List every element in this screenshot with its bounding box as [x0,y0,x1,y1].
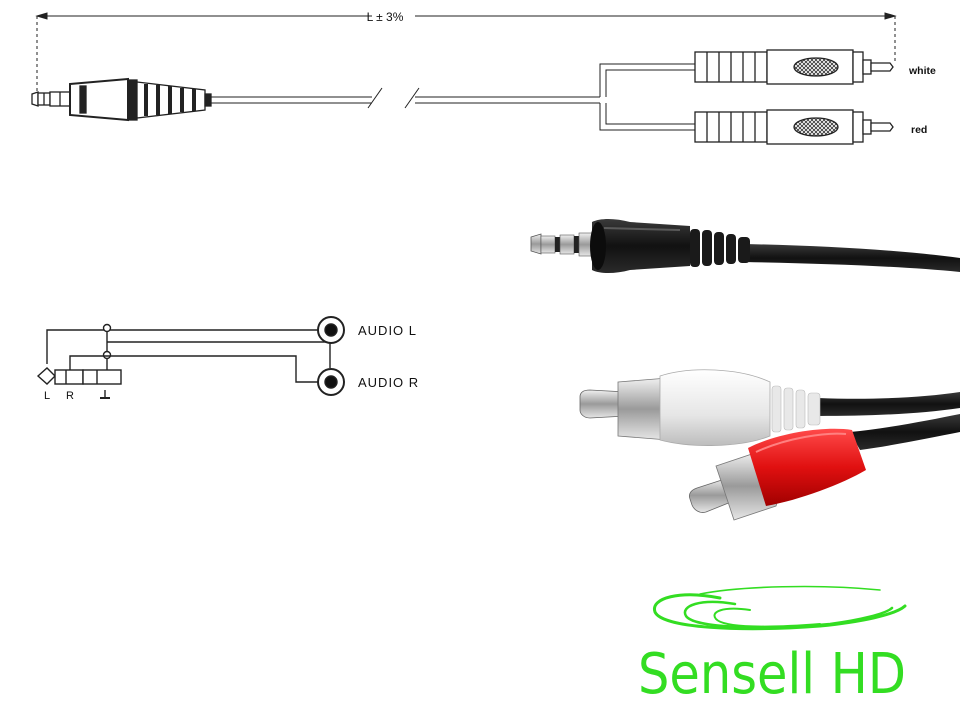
jack-plug-drawing [31,77,212,122]
logo-text: Sensell HD [638,642,906,707]
dimension-line [35,12,897,98]
rca-plug-white-photo [579,369,821,446]
cable-drawing [211,63,695,131]
red-label: red [911,124,927,136]
sensell-logo: Sensell HD [638,585,907,707]
jack-plug-photo [530,219,960,273]
wiring-schematic [36,316,345,399]
pin-r-label: R [66,390,74,402]
length-label: L ± 3% [367,10,404,24]
rca-plug-red-photo [689,428,866,521]
white-label: white [908,65,936,77]
audio-l-label: AUDIO L [358,323,417,338]
logo-swoosh-icon [653,585,907,631]
rca-plugs-photo [579,369,960,521]
audio-r-label: AUDIO R [358,375,419,390]
rca-plug-white-drawing [694,49,894,85]
rca-plug-red-drawing [694,109,894,145]
technical-drawing: L ± 3% [31,10,936,145]
pin-l-label: L [44,390,50,402]
